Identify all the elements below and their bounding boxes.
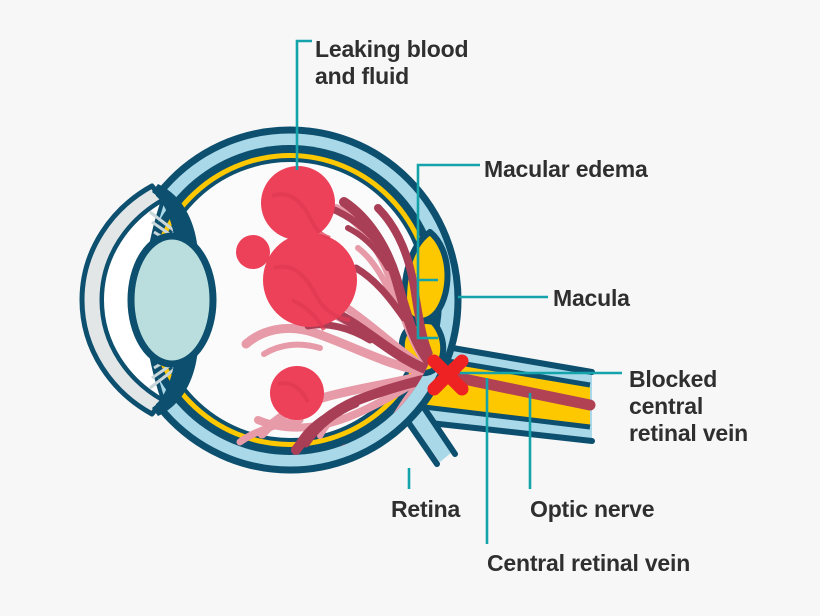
- leader-lines: [295, 39, 622, 544]
- blockage-marker-x-icon: [427, 354, 469, 396]
- hemorrhage-small-left: [236, 235, 270, 269]
- hemorrhage-largest: [263, 233, 357, 327]
- lens: [127, 232, 217, 368]
- label-retina: Retina: [391, 496, 461, 522]
- leader-macular-edema-branch: [416, 280, 438, 340]
- optic-nerve-core-outline-bottom: [423, 404, 591, 430]
- ciliary-body-upper: [152, 184, 198, 252]
- anterior-segment: [79, 183, 217, 417]
- label-optic-nerve: Optic nerve: [530, 496, 655, 522]
- hemorrhages: [236, 166, 357, 420]
- label-macular-edema: Macular edema: [484, 156, 648, 182]
- ciliary-body-lower: [152, 348, 198, 416]
- leader-leaking-blood: [295, 39, 312, 170]
- label-leaking-blood: Leaking blood and fluid: [315, 36, 469, 89]
- hemorrhage-lower: [270, 366, 324, 420]
- leader-macular-edema: [416, 163, 480, 282]
- optic-nerve-outline-bottom: [409, 418, 595, 444]
- hemorrhage-vessel-shadows: [271, 192, 351, 403]
- label-blocked-central-retinal-vein: Blocked central retinal vein: [629, 366, 749, 446]
- optic-nerve-core-outline-top: [423, 354, 591, 388]
- label-macula: Macula: [553, 285, 630, 311]
- label-central-retinal-vein: Central retinal vein: [487, 550, 691, 576]
